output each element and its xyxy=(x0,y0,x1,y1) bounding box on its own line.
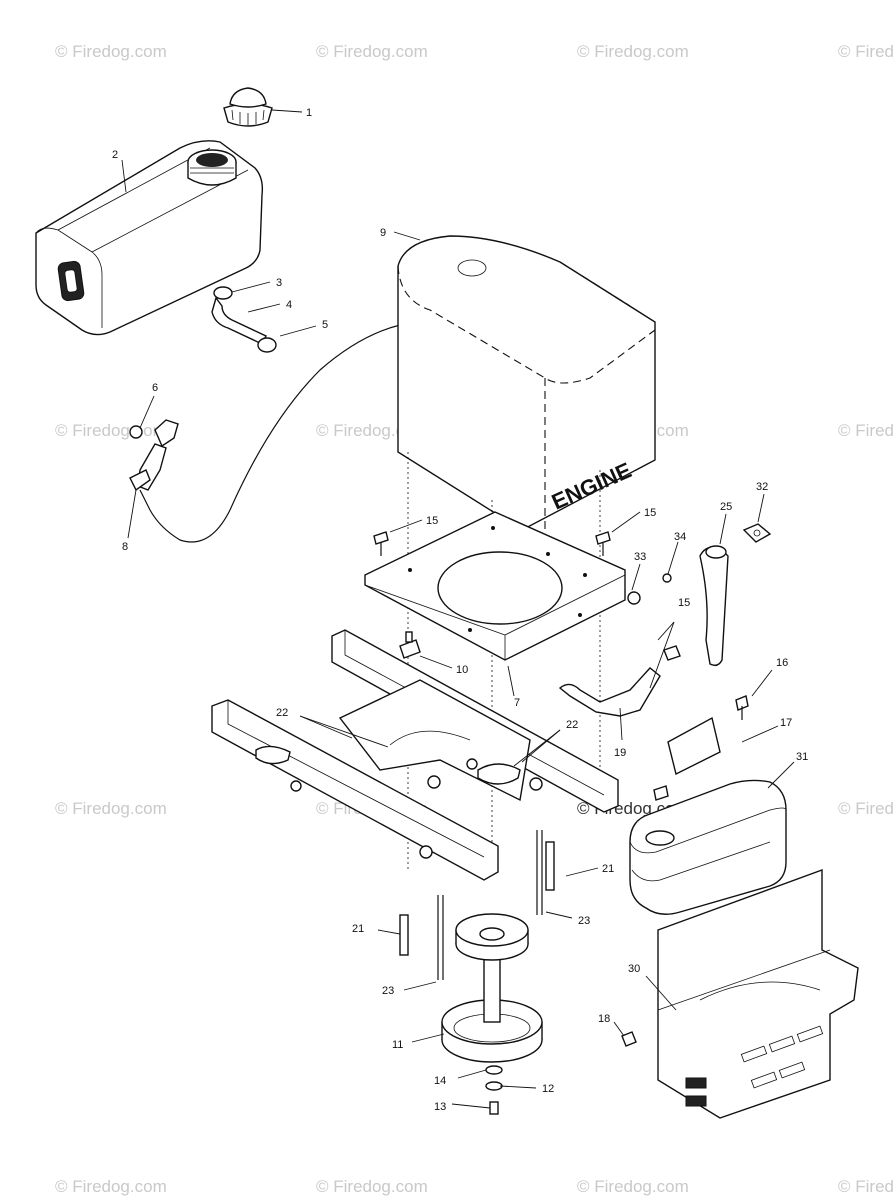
watermark: © Firedog.com xyxy=(316,1177,428,1196)
pulley-assembly xyxy=(441,913,543,1115)
callout-30: 30 xyxy=(628,963,640,975)
callout-8: 8 xyxy=(122,541,128,553)
callout-numbers: 1 2 3 4 5 6 7 8 9 10 11 12 13 14 15 15 1… xyxy=(112,107,808,1113)
callout-15: 15 xyxy=(678,597,690,609)
mounting-plate xyxy=(364,511,626,661)
watermark: © Firedog.com xyxy=(55,42,167,61)
callout-4: 4 xyxy=(286,299,292,311)
watermark: © Firedog.com xyxy=(838,1177,893,1196)
callout-16: 16 xyxy=(776,657,788,669)
watermark: © Firedog.com xyxy=(838,421,893,440)
fuel-line-assembly xyxy=(211,286,277,353)
fuel-tank xyxy=(35,140,264,336)
throttle-control xyxy=(129,324,401,543)
muffler xyxy=(629,779,787,915)
callout-25: 25 xyxy=(720,501,732,513)
engine-bolts xyxy=(373,531,611,556)
callout-11: 11 xyxy=(392,1039,403,1051)
watermark: © Firedog.com xyxy=(55,1177,167,1196)
callout-5: 5 xyxy=(322,319,328,331)
callout-23: 23 xyxy=(578,915,590,927)
callout-19: 19 xyxy=(614,747,626,759)
callout-6: 6 xyxy=(152,382,158,394)
watermark: © Firedog.com xyxy=(577,42,689,61)
watermark: © Firedog.com xyxy=(55,799,167,818)
callout-33: 33 xyxy=(634,551,646,563)
callout-14: 14 xyxy=(434,1075,446,1087)
exhaust-assembly xyxy=(558,523,772,717)
callout-leaders xyxy=(121,109,795,1109)
callout-17: 17 xyxy=(780,717,792,729)
callout-7: 7 xyxy=(514,697,520,709)
callout-21: 21 xyxy=(602,863,614,875)
callout-9: 9 xyxy=(380,227,386,239)
fuel-cap xyxy=(223,87,273,127)
watermark: © Firedog.com xyxy=(55,421,167,440)
callout-23: 23 xyxy=(382,985,394,997)
muffler-bracket xyxy=(653,695,749,801)
callout-15: 15 xyxy=(426,515,438,527)
watermark: © Firedog.com xyxy=(577,1177,689,1196)
callout-22: 22 xyxy=(566,719,578,731)
callout-1: 1 xyxy=(306,107,312,119)
callout-13: 13 xyxy=(434,1101,446,1113)
callout-21: 21 xyxy=(352,923,364,935)
watermark: © Firedog.com xyxy=(316,42,428,61)
callout-31: 31 xyxy=(796,751,808,763)
callout-22: 22 xyxy=(276,707,288,719)
callout-10: 10 xyxy=(456,664,468,676)
nut xyxy=(399,631,421,659)
watermark: © Firedog.com xyxy=(838,799,893,818)
watermark: © Firedog.com xyxy=(838,42,893,61)
callout-32: 32 xyxy=(756,481,768,493)
callout-15: 15 xyxy=(644,507,656,519)
callout-18: 18 xyxy=(598,1013,610,1025)
callout-2: 2 xyxy=(112,149,118,161)
callout-34: 34 xyxy=(674,531,686,543)
frame-bolts xyxy=(399,830,555,980)
callout-3: 3 xyxy=(276,277,282,289)
callout-12: 12 xyxy=(542,1083,554,1095)
heat-shield xyxy=(621,868,859,1119)
frame xyxy=(211,629,619,881)
